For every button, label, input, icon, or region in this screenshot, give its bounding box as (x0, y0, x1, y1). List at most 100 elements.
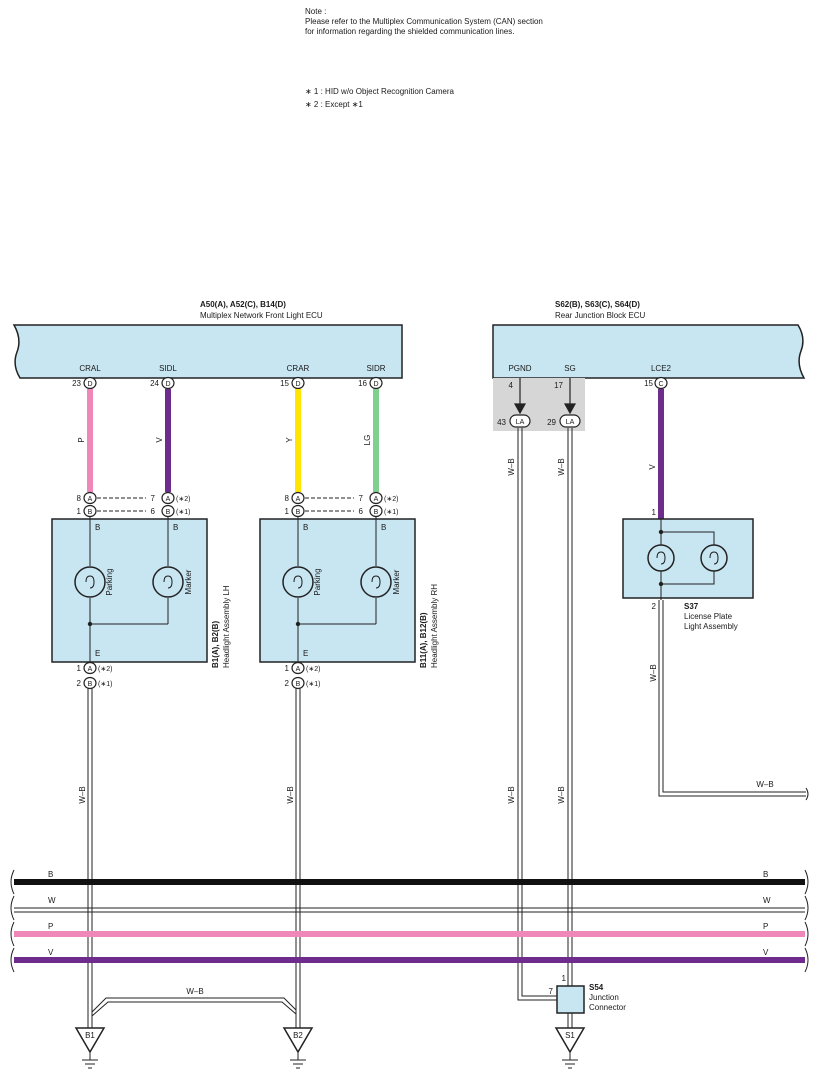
svg-text:1: 1 (562, 974, 567, 983)
bus-label-p-right: P (763, 922, 768, 931)
wire-label-wb-cross: W–B (186, 987, 203, 996)
pin-label-crar: CRAR (287, 364, 310, 373)
svg-text:B: B (296, 681, 301, 688)
svg-text:Connector: Connector (589, 1003, 626, 1012)
wb-wires-headlights (87, 689, 301, 1028)
svg-text:1: 1 (77, 664, 82, 673)
bus-label-v-left: V (48, 948, 54, 957)
license-plate-light: 1 2 S37 License Plate Light Assembly (622, 508, 754, 631)
svg-text:B: B (296, 509, 301, 516)
svg-text:1: 1 (285, 507, 290, 516)
la-arrows (513, 378, 577, 415)
svg-text:S1: S1 (565, 1031, 575, 1040)
right-ecu-box (492, 324, 806, 379)
svg-text:1: 1 (652, 508, 657, 517)
svg-text:B1: B1 (85, 1031, 95, 1040)
svg-text:2: 2 (285, 679, 290, 688)
svg-text:B: B (173, 523, 178, 532)
svg-text:D: D (295, 381, 300, 388)
wire-label-p: P (77, 437, 86, 442)
svg-text:E: E (95, 649, 100, 658)
svg-text:B: B (303, 523, 308, 532)
svg-text:(∗1): (∗1) (98, 681, 112, 688)
svg-text:LA: LA (566, 419, 575, 426)
pin-label-sidl: SIDL (159, 364, 177, 373)
pin-label-cral: CRAL (79, 364, 101, 373)
license-name-2: Light Assembly (684, 622, 738, 631)
svg-text:A: A (296, 496, 301, 503)
svg-text:15: 15 (644, 379, 653, 388)
svg-text:6: 6 (151, 507, 156, 516)
svg-text:(∗2): (∗2) (98, 666, 112, 673)
wire-label-wb-right: W–B (756, 780, 773, 789)
wire-label-v-license: V (648, 464, 657, 470)
bulb-parking-rh: Parking (313, 568, 322, 595)
svg-text:D: D (87, 381, 92, 388)
ground-b1: B1 (74, 1027, 106, 1069)
wire-label-v: V (155, 437, 164, 443)
pin-15-c: 15 C (644, 376, 668, 390)
wire-label-wb-rh: W–B (286, 786, 295, 803)
svg-text:2: 2 (77, 679, 82, 688)
svg-text:8: 8 (77, 494, 82, 503)
pin-29-la: 29 LA (547, 414, 581, 428)
svg-text:1: 1 (77, 507, 82, 516)
headlight-rh: 8 A 7 A (∗2) 1 B 6 B (∗1) B B E Parking … (259, 491, 439, 690)
pin-label-sidr: SIDR (366, 364, 385, 373)
bulb-marker-rh: Marker (392, 569, 401, 594)
pin-15-d: 15 D (280, 376, 305, 390)
note-title: Note : (305, 7, 326, 16)
svg-text:A: A (374, 496, 379, 503)
wire-label-wb-sg: W–B (557, 458, 566, 475)
pin-label-pgnd: PGND (508, 364, 531, 373)
svg-text:D: D (165, 381, 170, 388)
svg-text:A: A (88, 496, 93, 503)
svg-text:7: 7 (359, 494, 364, 503)
ground-b2: B2 (282, 1027, 314, 1069)
pin-43-la: 43 LA (497, 414, 531, 428)
svg-text:C: C (658, 381, 663, 388)
svg-text:Junction: Junction (589, 993, 619, 1002)
note-line-1: Please refer to the Multiplex Communicat… (305, 17, 543, 26)
license-name-1: License Plate (684, 612, 733, 621)
svg-text:43: 43 (497, 418, 506, 427)
svg-text:LA: LA (516, 419, 525, 426)
pin-num-17: 17 (554, 381, 563, 390)
svg-text:B: B (88, 509, 93, 516)
bulb-parking-lh: Parking (105, 568, 114, 595)
svg-text:S54: S54 (589, 983, 604, 992)
svg-text:A: A (296, 666, 301, 673)
left-ecu-code: A50(A), A52(C), B14(D) (200, 300, 286, 309)
headlight-lh: 8 A 7 A (∗2) 1 B 6 B (∗1) B B E Parking … (51, 491, 231, 690)
wire-label-wb-license: W–B (649, 664, 658, 681)
wire-label-wb-lh: W–B (78, 786, 87, 803)
footnote-1: ∗ 1 : HID w/o Object Recognition Camera (305, 87, 455, 96)
svg-text:(∗1): (∗1) (306, 681, 320, 688)
bus-label-v-right: V (763, 948, 769, 957)
svg-text:(∗1): (∗1) (176, 509, 190, 516)
bus-lines (10, 869, 809, 973)
headlight-rh-code: B11(A), B12(B) (419, 612, 428, 668)
svg-text:B2: B2 (293, 1031, 303, 1040)
svg-text:1: 1 (285, 664, 290, 673)
svg-text:23: 23 (72, 379, 81, 388)
left-ecu-box (12, 324, 403, 379)
headlight-rh-name: Headlight Assembly RH (430, 584, 439, 668)
svg-text:(∗2): (∗2) (384, 496, 398, 503)
svg-text:7: 7 (151, 494, 156, 503)
note-line-2: for information regarding the shielded c… (305, 27, 514, 36)
pin-label-sg: SG (564, 364, 576, 373)
svg-text:2: 2 (652, 602, 657, 611)
svg-text:6: 6 (359, 507, 364, 516)
svg-text:(∗2): (∗2) (176, 496, 190, 503)
pin-23-d: 23 D (72, 376, 97, 390)
headlight-lh-name: Headlight Assembly LH (222, 585, 231, 668)
svg-text:D: D (373, 381, 378, 388)
wb-wires-la (517, 428, 573, 1001)
svg-text:E: E (303, 649, 308, 658)
pin-label-lce2: LCE2 (651, 364, 672, 373)
wire-label-y: Y (285, 437, 294, 443)
svg-text:(∗1): (∗1) (384, 509, 398, 516)
wire-label-wb-pgnd-low: W–B (507, 786, 516, 803)
